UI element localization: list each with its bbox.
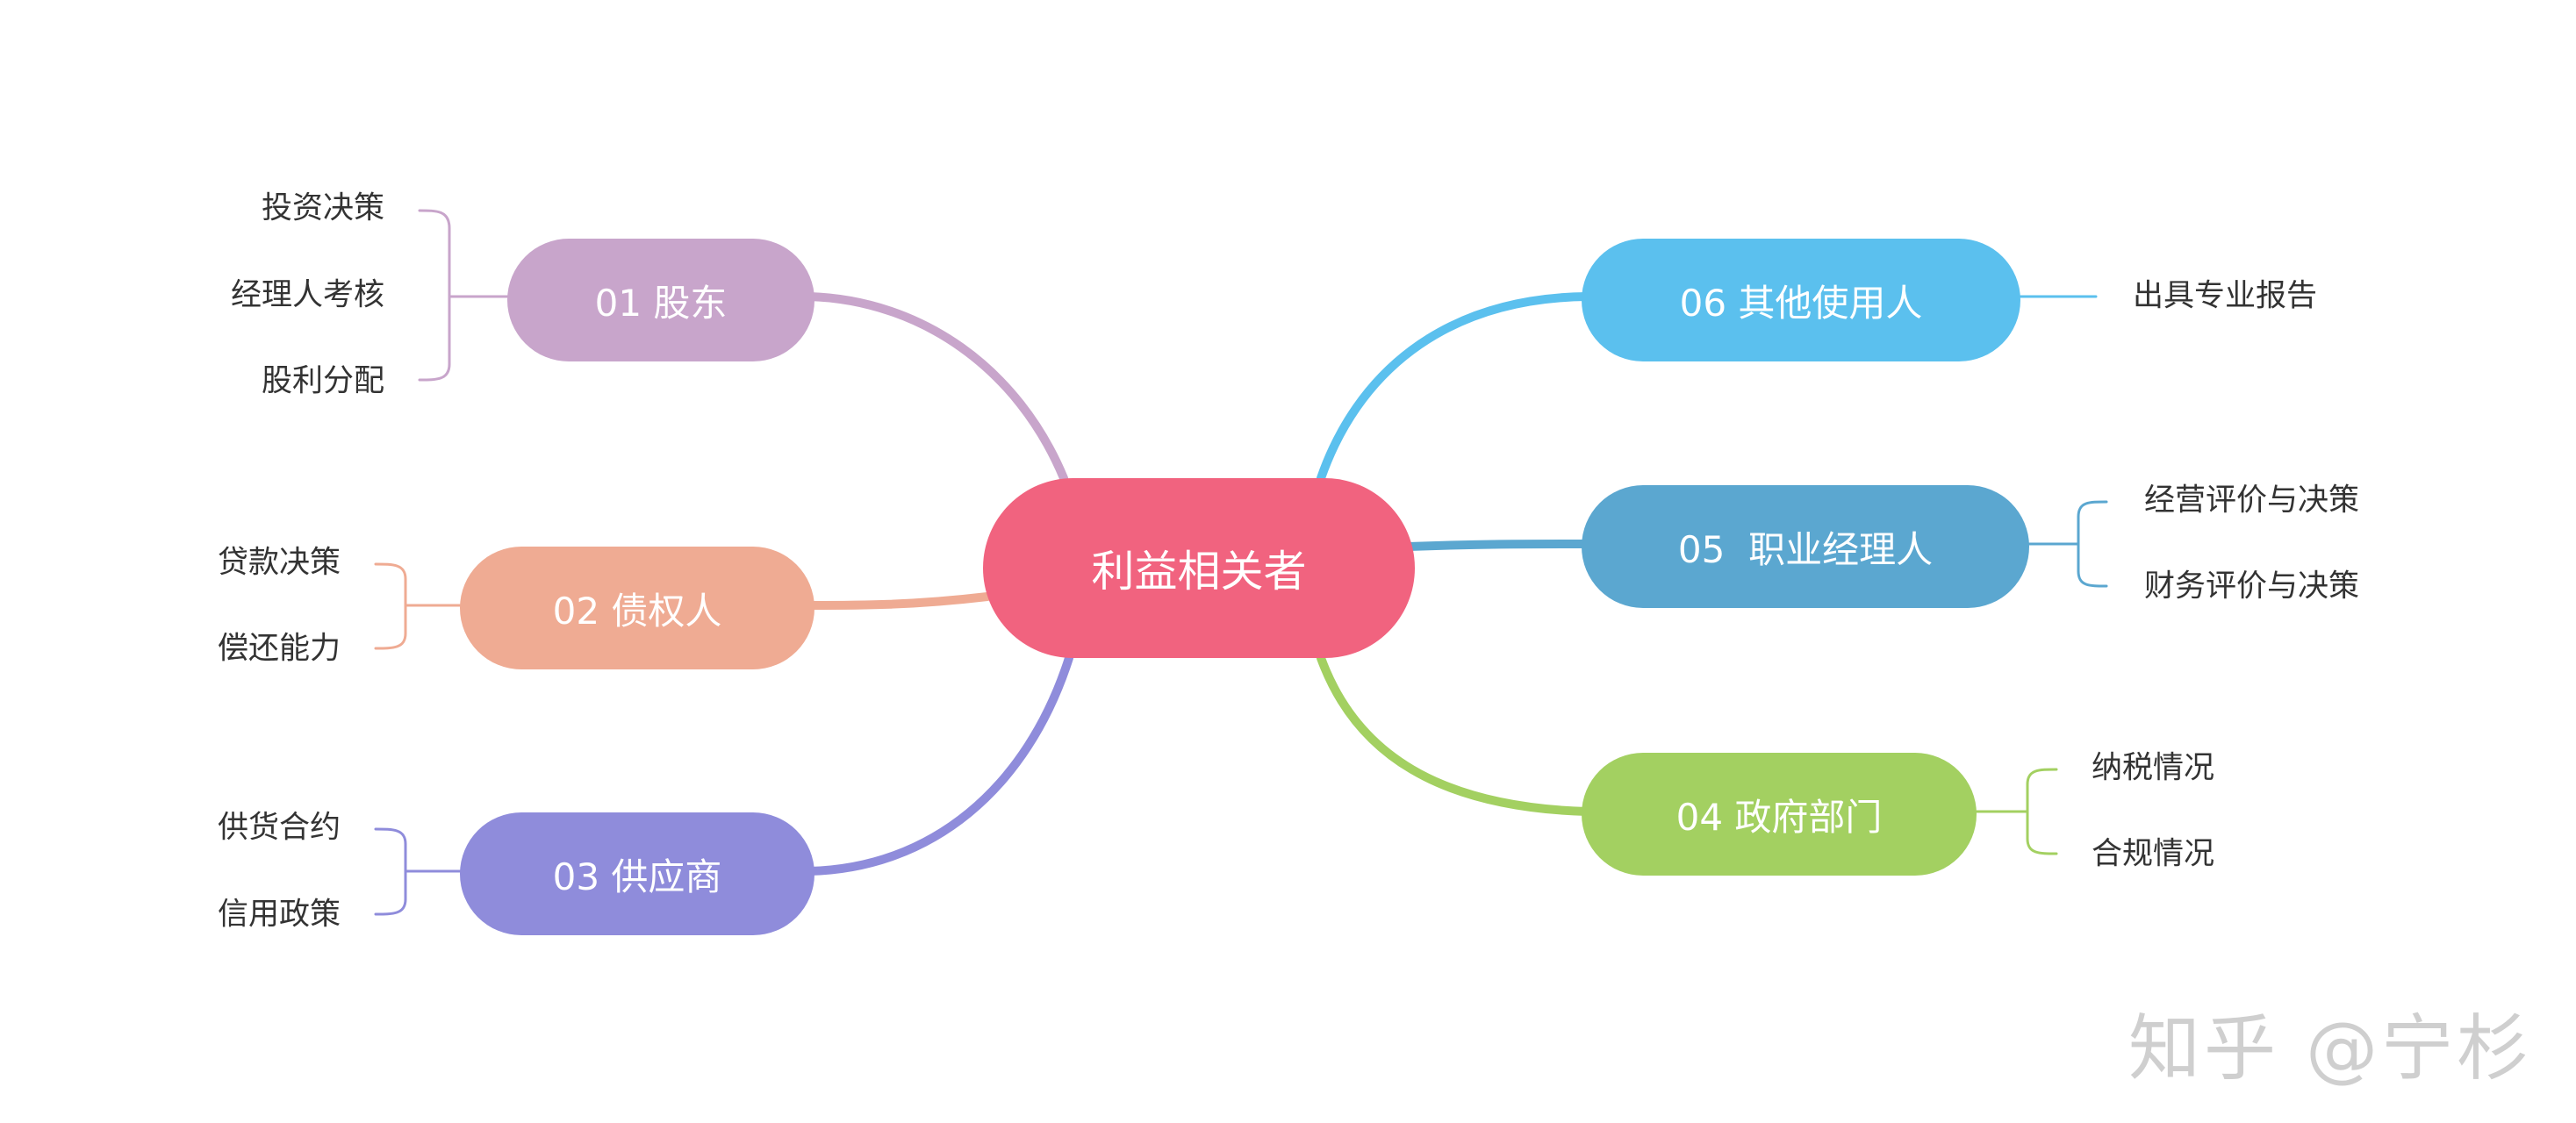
leaf-investment-decision: 投资决策 [261,190,384,226]
bracket-b02 [374,562,407,650]
bracket-b01 [418,209,451,382]
leaf-repayment-ability: 偿还能力 [217,631,341,667]
bracket-b03 [374,827,407,916]
leaf-supply-contract: 供货合约 [217,810,341,846]
leaf-dividend-distribution: 股利分配 [261,363,384,399]
watermark: 知乎 @宁杉 [2128,1007,2533,1091]
root-label: 利益相关者 [1091,547,1307,597]
connector-root-b01 [805,292,1068,483]
branch-label: 03 供应商 [552,855,722,898]
connector-root-b04 [1317,654,1591,816]
bracket-b05 [2077,500,2108,588]
connector-root-b03 [805,654,1073,876]
branch-node-shareholders: 01 股东 [507,239,814,361]
leaf-financial-evaluation: 财务评价与决策 [2144,569,2360,604]
branch-label: 06 其他使用人 [1679,281,1923,325]
branch-node-government: 04 政府部门 [1582,753,1977,876]
branch-node-suppliers: 03 供应商 [460,812,814,935]
leaf-compliance-status: 合规情况 [2092,836,2215,872]
root-node: 利益相关者 [983,478,1415,658]
connector-root-b05 [1404,540,1591,551]
branch-node-creditors: 02 债权人 [460,547,814,669]
branch-label: 02 债权人 [552,589,722,633]
leaf-loan-decision: 贷款决策 [217,545,341,581]
leaf-tax-status: 纳税情况 [2092,750,2215,786]
leaf-manager-assessment: 经理人考核 [230,277,384,313]
branch-label: 04 政府部门 [1675,795,1883,839]
connector-root-b02 [805,592,992,610]
branch-node-other-users: 06 其他使用人 [1582,239,2020,361]
bracket-b04 [2026,768,2058,855]
leaf-credit-policy: 信用政策 [217,897,341,933]
leaf-operating-evaluation: 经营评价与决策 [2144,483,2360,519]
connector-root-b06 [1317,292,1591,483]
branch-label: 05 职业经理人 [1677,527,1934,571]
branch-label: 01 股东 [594,281,728,325]
leaf-professional-report: 出具专业报告 [2133,278,2318,314]
branch-node-managers: 05 职业经理人 [1582,485,2029,608]
